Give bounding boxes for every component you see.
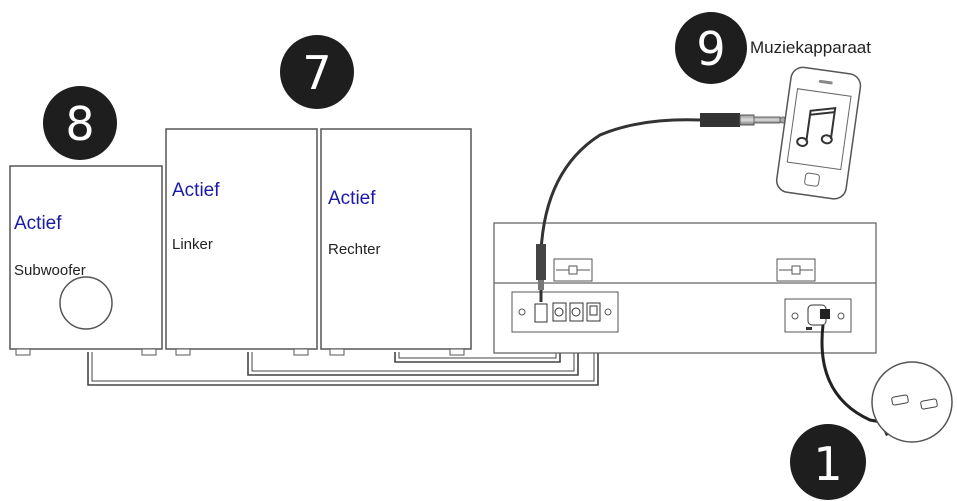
music-note-icon xyxy=(796,107,837,147)
turntable-rear-panel xyxy=(493,222,877,354)
subwoofer-unit: Actief Subwoofer xyxy=(9,165,163,356)
power-input-panel xyxy=(784,298,852,333)
left-speaker-unit: Actief Linker xyxy=(165,128,318,356)
left-speaker-label: Linker xyxy=(172,236,213,253)
badge-speakers-number: 7 xyxy=(302,46,331,100)
badge-power-number: 1 xyxy=(813,437,842,491)
audio-output-panel xyxy=(511,291,619,333)
left-speaker-status: Actief xyxy=(172,180,220,201)
badge-subwoofer-number: 8 xyxy=(65,97,94,151)
subwoofer-status: Actief xyxy=(14,213,62,234)
music-device xyxy=(775,66,862,200)
badge-music-device: 9 xyxy=(675,12,747,84)
hinge-icon xyxy=(776,258,816,282)
badge-power: 1 xyxy=(790,424,866,500)
subwoofer-label: Subwoofer xyxy=(14,262,86,279)
subwoofer-driver-icon xyxy=(59,276,113,330)
right-speaker-label: Rechter xyxy=(328,241,381,258)
right-speaker-status: Actief xyxy=(328,188,376,209)
right-speaker-unit: Actief Rechter xyxy=(320,128,472,356)
badge-subwoofer: 8 xyxy=(43,86,117,160)
aux-cable xyxy=(536,113,787,302)
music-device-label: Muziekapparaat xyxy=(750,38,871,57)
hinge-icon xyxy=(553,258,593,282)
badge-speakers: 7 xyxy=(280,35,354,109)
badge-music-device-number: 9 xyxy=(696,22,725,76)
power-outlet-icon xyxy=(871,361,953,443)
